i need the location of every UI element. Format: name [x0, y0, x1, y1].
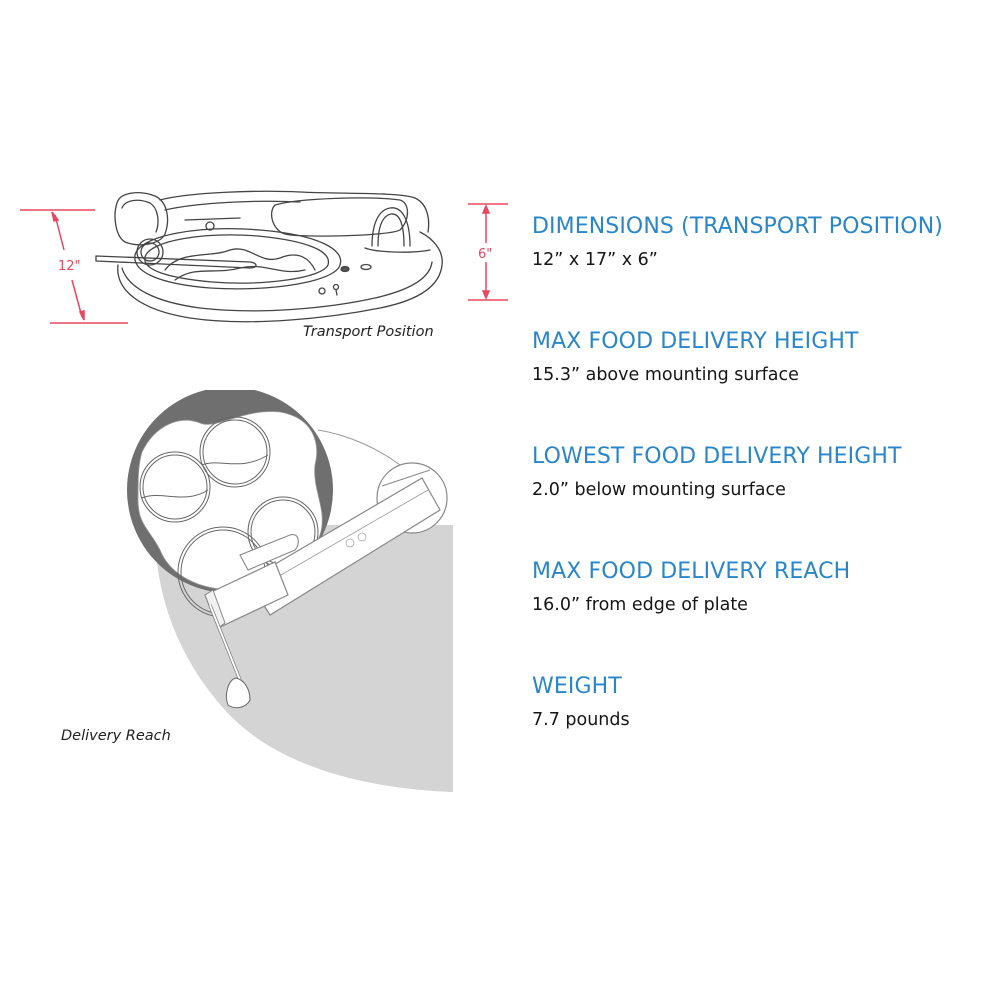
height-dimension-marker: [468, 203, 508, 301]
delivery-reach-figure: [50, 390, 460, 800]
spec-title: MAX FOOD DELIVERY HEIGHT: [532, 329, 859, 354]
spec-title: WEIGHT: [532, 674, 622, 699]
depth-dimension-marker: [20, 209, 128, 324]
transport-position-drawing: 12" 6": [20, 190, 508, 324]
spec-max-delivery-height: MAX FOOD DELIVERY HEIGHT 15.3” above mou…: [532, 327, 999, 389]
device-outline: [95, 190, 443, 323]
spec-max-delivery-reach: MAX FOOD DELIVERY REACH 16.0” from edge …: [532, 557, 999, 619]
height-dimension-label: 6": [478, 247, 492, 262]
spec-dimensions: DIMENSIONS (TRANSPORT POSITION) 12” x 17…: [532, 212, 999, 274]
spec-value: 2.0” below mounting surface: [532, 480, 786, 500]
spec-value: 15.3” above mounting surface: [532, 365, 799, 385]
spec-value: 7.7 pounds: [532, 710, 630, 730]
transport-position-caption: Transport Position: [303, 324, 434, 340]
spec-weight: WEIGHT 7.7 pounds: [532, 672, 999, 734]
spec-value: 12” x 17” x 6”: [532, 250, 658, 270]
delivery-reach-drawing: [127, 390, 453, 792]
spec-title: DIMENSIONS (TRANSPORT POSITION): [532, 214, 943, 239]
specifications-list: DIMENSIONS (TRANSPORT POSITION) 12” x 17…: [532, 212, 999, 734]
transport-position-figure: 12" 6": [0, 170, 525, 380]
depth-dimension-label: 12": [58, 259, 81, 274]
spec-lowest-delivery-height: LOWEST FOOD DELIVERY HEIGHT 2.0” below m…: [532, 442, 999, 504]
spoon: [208, 604, 251, 709]
spec-title: LOWEST FOOD DELIVERY HEIGHT: [532, 444, 902, 469]
spec-value: 16.0” from edge of plate: [532, 595, 748, 615]
delivery-reach-caption: Delivery Reach: [61, 728, 171, 744]
robot-arm: [204, 477, 441, 629]
spec-title: MAX FOOD DELIVERY REACH: [532, 559, 851, 584]
